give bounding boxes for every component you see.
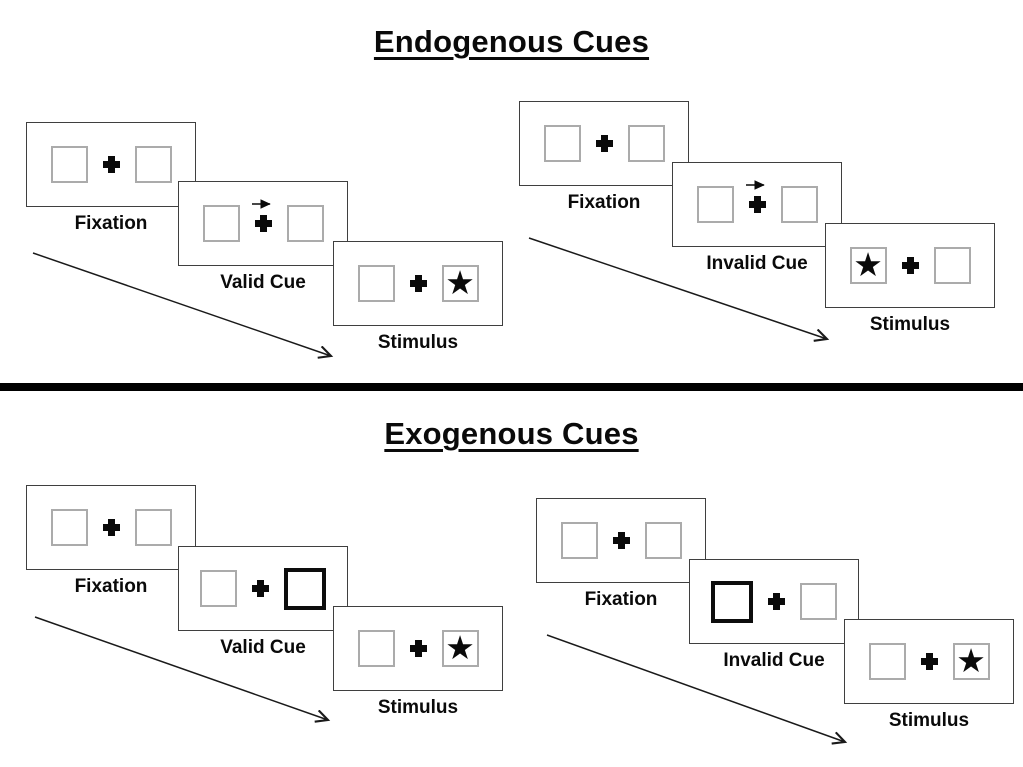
fixation-cross-icon [768, 593, 785, 610]
fixation-cross-icon [920, 653, 938, 670]
fixation-cross-icon [612, 532, 630, 549]
endogenous-valid-fixation-frame: Fixation [26, 122, 196, 235]
right-placeholder-box [800, 583, 837, 620]
fixation-cross-icon [254, 215, 272, 232]
frame-label: Valid Cue [220, 637, 306, 658]
exogenous-section-title: Exogenous Cues [384, 416, 639, 451]
sequence-diagonal-arrow [34, 616, 342, 728]
frame-label: Stimulus [377, 697, 459, 718]
exogenous-invalid-cue-frame: Invalid Cue [689, 559, 859, 672]
fixation-cross-icon [102, 519, 120, 536]
left-placeholder-box [357, 265, 395, 302]
stimulus-card: ★ [333, 606, 503, 691]
left-placeholder-box [50, 509, 88, 546]
frame-label: Fixation [567, 192, 641, 213]
exogenous-valid-stimulus-frame: ★ Stimulus [333, 606, 503, 719]
frame-label: Stimulus [888, 710, 970, 731]
star-icon: ★ [445, 629, 475, 666]
right-arrow-icon [251, 199, 271, 209]
right-placeholder-box [134, 509, 172, 546]
right-placeholder-box [780, 186, 818, 223]
left-placeholder-box [560, 522, 598, 559]
stimulus-card: ★ [825, 223, 995, 308]
left-target-box: ★ [849, 246, 887, 284]
right-placeholder-box [644, 522, 682, 559]
cue-card [178, 181, 348, 266]
endogenous-invalid-fixation-frame: Fixation [519, 101, 689, 214]
left-placeholder-box [543, 125, 581, 162]
section-divider [0, 383, 1023, 391]
fixation-cross-icon [409, 640, 427, 657]
fixation-cross-icon [748, 196, 766, 213]
right-placeholder-box [286, 205, 324, 242]
stimulus-card: ★ [844, 619, 1014, 704]
endogenous-section-title: Endogenous Cues [373, 24, 650, 59]
frame-label: Fixation [74, 576, 148, 597]
fixation-card [519, 101, 689, 186]
star-icon: ★ [445, 264, 475, 301]
fixation-cross-icon [252, 580, 269, 597]
frame-label: Fixation [584, 589, 658, 610]
right-target-box: ★ [441, 629, 479, 667]
frame-label: Fixation [74, 213, 148, 234]
right-arrow-icon [745, 180, 765, 190]
right-placeholder-box [134, 146, 172, 183]
right-placeholder-box [627, 125, 665, 162]
endogenous-invalid-cue-frame: Invalid Cue [672, 162, 842, 275]
right-target-box: ★ [952, 642, 990, 680]
frame-label: Valid Cue [220, 272, 306, 293]
left-placeholder-box [696, 186, 734, 223]
fixation-cross-icon [595, 135, 613, 152]
right-target-box: ★ [441, 264, 479, 302]
endogenous-valid-stimulus-frame: ★ Stimulus [333, 241, 503, 354]
exogenous-valid-fixation-frame: Fixation [26, 485, 196, 598]
left-placeholder-box [202, 205, 240, 242]
right-placeholder-box [933, 247, 971, 284]
frame-label: Stimulus [869, 314, 951, 335]
frame-label: Invalid Cue [706, 253, 808, 274]
cue-card [178, 546, 348, 631]
endogenous-valid-cue-frame: Valid Cue [178, 181, 348, 294]
fixation-card [26, 122, 196, 207]
left-placeholder-box [357, 630, 395, 667]
left-placeholder-box [868, 643, 906, 680]
left-placeholder-box [200, 570, 237, 607]
fixation-card [26, 485, 196, 570]
exogenous-invalid-stimulus-frame: ★ Stimulus [844, 619, 1014, 732]
fixation-cross-icon [409, 275, 427, 292]
exogenous-invalid-fixation-frame: Fixation [536, 498, 706, 611]
exogenous-valid-cue-frame: Valid Cue [178, 546, 348, 659]
left-highlighted-cue-box [711, 580, 753, 623]
fixation-cross-icon [102, 156, 120, 173]
fixation-cross-icon [901, 257, 919, 274]
endogenous-invalid-stimulus-frame: ★ Stimulus [825, 223, 995, 336]
left-placeholder-box [50, 146, 88, 183]
cue-card [672, 162, 842, 247]
star-icon: ★ [956, 642, 986, 679]
cue-card [689, 559, 859, 644]
frame-label: Invalid Cue [723, 650, 825, 671]
sequence-diagonal-arrow [32, 252, 344, 366]
stimulus-card: ★ [333, 241, 503, 326]
right-highlighted-cue-box [284, 567, 326, 610]
frame-label: Stimulus [377, 332, 459, 353]
sequence-diagonal-arrow [528, 237, 840, 349]
fixation-card [536, 498, 706, 583]
star-icon: ★ [853, 246, 883, 283]
sequence-diagonal-arrow [546, 634, 858, 750]
